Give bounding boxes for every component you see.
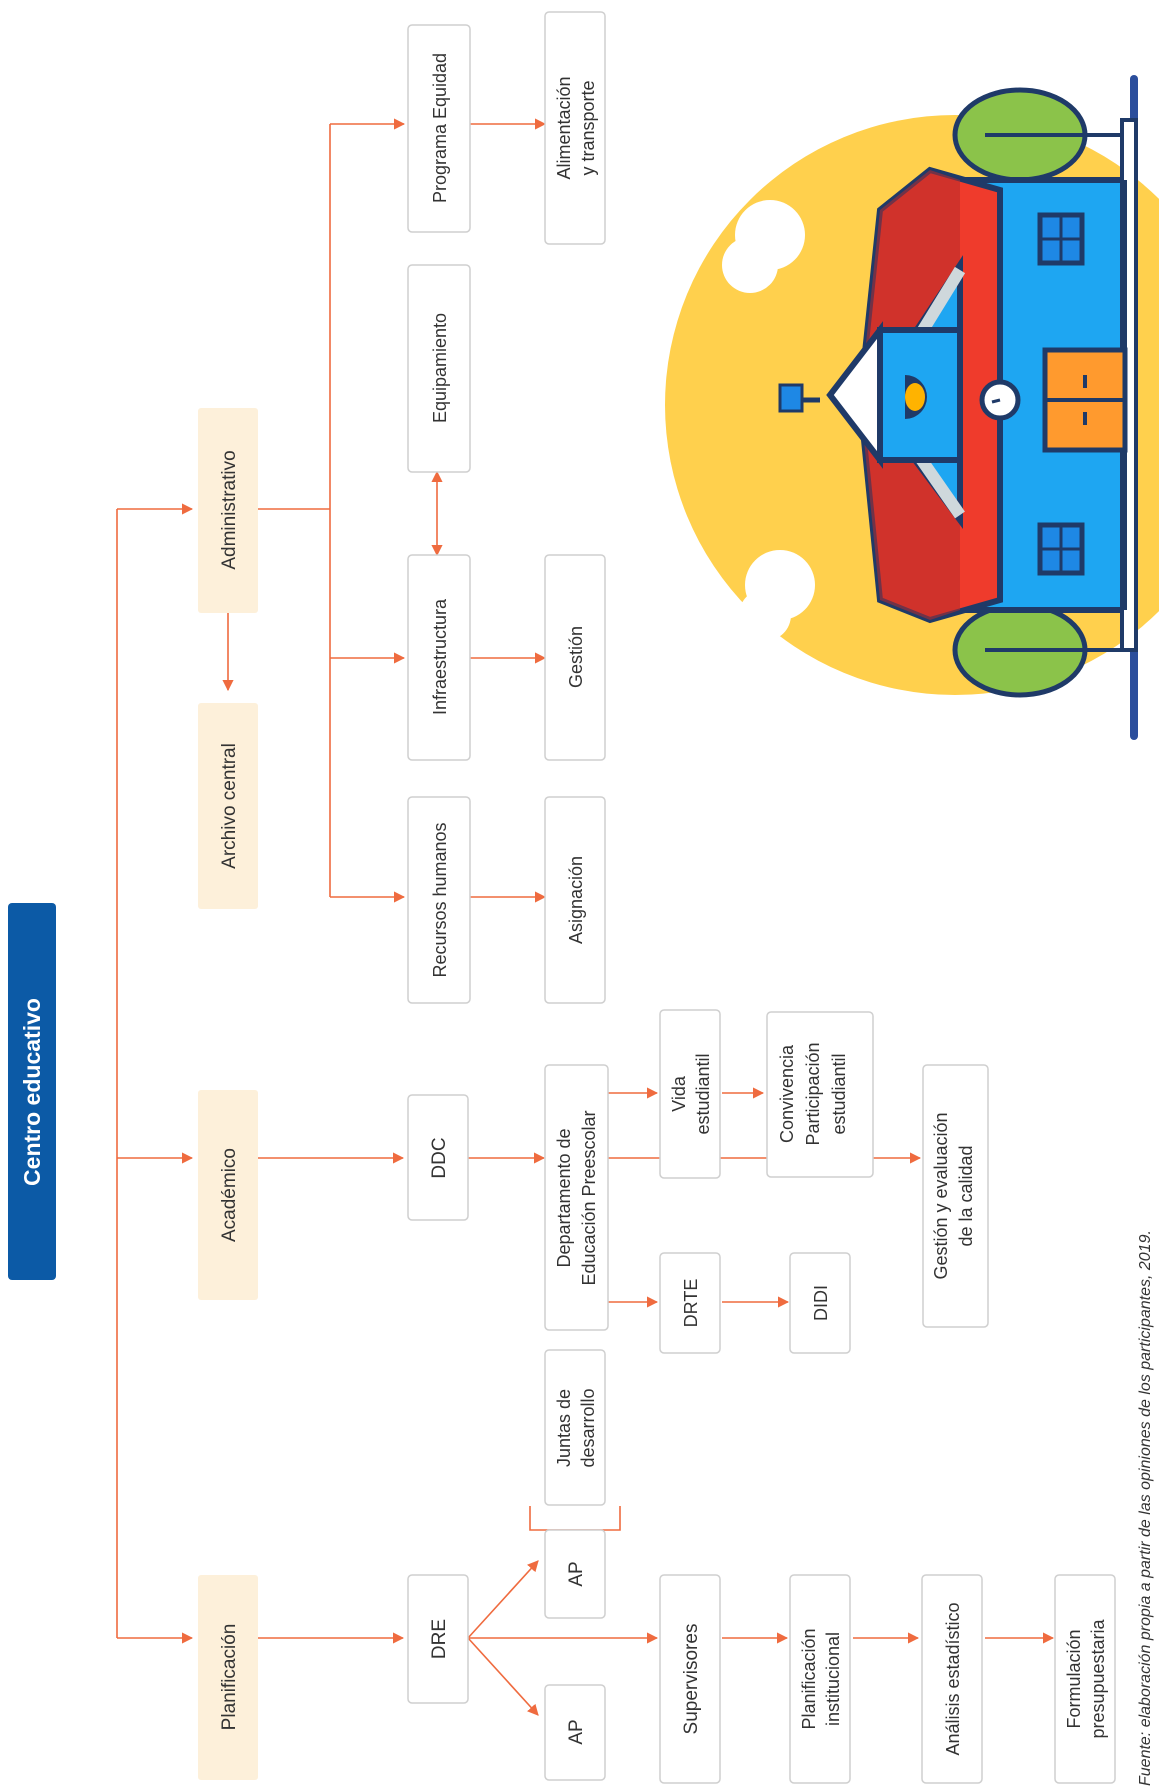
title-badge: Centro educativo [8,903,56,1280]
svg-text:desarrollo: desarrollo [578,1388,598,1467]
svg-text:Programa Equidad: Programa Equidad [430,53,450,203]
svg-text:Departamento de: Departamento de [554,1128,574,1267]
svg-text:Formulación: Formulación [1064,1629,1084,1728]
page-title: Centro educativo [19,998,45,1186]
svg-text:Juntas de: Juntas de [554,1389,574,1467]
svg-text:Supervisores: Supervisores [681,1624,702,1735]
svg-text:Asignación: Asignación [566,856,586,944]
svg-text:y transporte: y transporte [578,80,598,175]
svg-text:Vida: Vida [669,1075,689,1112]
node-asignacion: Asignación [544,796,606,1004]
svg-text:Archivo central: Archivo central [219,743,240,869]
svg-text:Convivencia: Convivencia [777,1044,797,1143]
node-departamento-preescolar: Departamento de Educación Preescolar [544,1064,609,1331]
svg-text:Educación Preescolar: Educación Preescolar [579,1110,599,1285]
svg-text:presupuestaria: presupuestaria [1088,1618,1108,1738]
svg-text:Planificación: Planificación [219,1624,240,1731]
svg-text:Equipamiento: Equipamiento [430,313,450,423]
node-drte: DRTE [659,1252,721,1354]
svg-text:Participación: Participación [803,1042,823,1145]
node-gestion: Gestión [544,554,606,761]
school-building-illustration [665,75,1159,740]
source-note: Fuente: elaboración propia a partir de l… [1137,1230,1154,1786]
svg-text:Administrativo: Administrativo [219,450,240,569]
svg-text:Alimentación: Alimentación [554,76,574,179]
node-ap-left: AP [544,1684,606,1781]
node-ddc: DDC [407,1094,469,1221]
svg-text:institucional: institucional [823,1632,843,1726]
category-administrativo: Administrativo [198,408,258,613]
node-analisis-estadistico: Análisis estadístico [921,1574,983,1784]
category-academico: Académico [198,1090,258,1300]
node-planificacion-institucional: Planificación institucional [789,1574,851,1784]
svg-text:estudiantil: estudiantil [829,1053,849,1134]
node-alimentacion-transporte: Alimentación y transporte [544,11,606,245]
svg-text:DRE: DRE [429,1619,450,1659]
svg-text:Recursos humanos: Recursos humanos [430,822,450,977]
node-didi: DIDI [789,1252,851,1354]
node-programa-equidad: Programa Equidad [407,24,471,233]
node-convivencia: Convivencia Participación estudiantil [766,1011,874,1178]
node-vida-estudiantil: Vida estudiantil [659,1009,721,1179]
svg-text:estudiantil: estudiantil [693,1053,713,1134]
svg-text:de la calidad: de la calidad [956,1145,976,1246]
svg-text:Planificación: Planificación [799,1628,819,1729]
svg-text:AP: AP [566,1719,587,1744]
node-supervisores: Supervisores [659,1574,721,1784]
node-equipamiento: Equipamiento [407,264,471,473]
category-planificacion: Planificación [198,1575,258,1780]
node-juntas-desarrollo: Juntas de desarrollo [544,1349,606,1506]
node-ap-right: AP [544,1529,606,1619]
node-dre: DRE [407,1574,469,1704]
svg-text:Análisis estadístico: Análisis estadístico [943,1602,963,1755]
svg-text:Infraestructura: Infraestructura [430,598,450,715]
node-infraestructura: Infraestructura [407,554,471,761]
svg-text:DIDI: DIDI [811,1285,831,1321]
svg-text:Gestión y evaluación: Gestión y evaluación [931,1112,951,1279]
svg-text:AP: AP [566,1561,587,1586]
svg-text:DRTE: DRTE [681,1279,701,1328]
node-recursos-humanos: Recursos humanos [407,796,471,1004]
svg-text:Gestión: Gestión [566,626,586,688]
node-gestion-calidad: Gestión y evaluación de la calidad [922,1064,989,1328]
category-archivo-central: Archivo central [198,703,258,909]
node-formulacion-presupuestaria: Formulación presupuestaria [1054,1574,1116,1784]
svg-text:Académico: Académico [219,1148,240,1242]
svg-text:DDC: DDC [429,1137,450,1178]
